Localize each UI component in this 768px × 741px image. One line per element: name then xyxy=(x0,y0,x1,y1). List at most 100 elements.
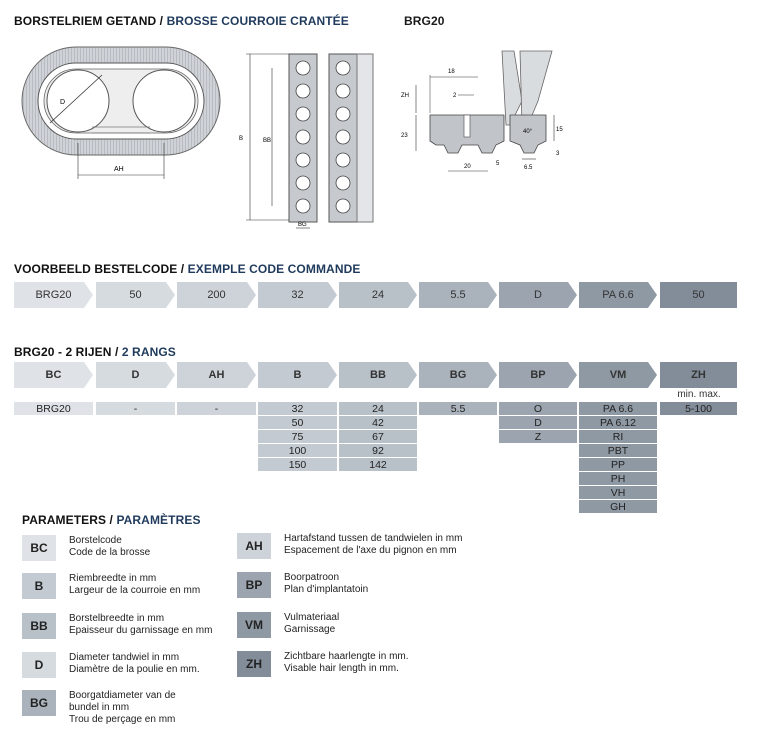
label-15: 15 xyxy=(556,127,563,133)
label-d: D xyxy=(60,99,65,106)
main-title: BORSTELRIEM GETAND / BROSSE COURROIE CRA… xyxy=(14,14,349,28)
order-code-segment: 50 xyxy=(660,282,737,308)
table-cell-d: - xyxy=(96,402,175,416)
order-code-segment: 24 xyxy=(339,282,417,308)
param-nl: Borstelcode xyxy=(69,535,122,546)
param-fr: Diamètre de la poulie en mm. xyxy=(69,664,200,675)
label-3: 3 xyxy=(556,151,560,157)
zh-subheader: min. max. xyxy=(677,389,721,400)
param-fr: Visable hair length in mm. xyxy=(284,663,399,674)
param-fr: Plan d'implantatoin xyxy=(284,584,369,595)
param-nl: Boorgatdiameter van de bundel in mm xyxy=(69,690,176,713)
label-20: 20 xyxy=(464,164,471,170)
table-cell-b: 100 xyxy=(258,444,337,458)
label-ah: AH xyxy=(114,166,124,173)
param-fr: Trou de perçage en mm xyxy=(69,714,176,725)
label-b: B xyxy=(239,136,243,142)
belt-side-drawing: B BB BG xyxy=(239,53,374,229)
table-header-bb: BB xyxy=(339,362,417,388)
table-cell-bb: 24 xyxy=(339,402,417,416)
table-cell-b: 50 xyxy=(258,416,337,430)
order-code-segment: BRG20 xyxy=(14,282,93,308)
table-cell-bb: 67 xyxy=(339,430,417,444)
order-code-segment: 50 xyxy=(96,282,175,308)
table-header-vm: VM xyxy=(579,362,657,388)
table-cell-bp: Z xyxy=(499,430,577,444)
table-cell-vm: VH xyxy=(579,486,657,500)
param-code-zh: ZH xyxy=(237,651,271,677)
order-code-segment: PA 6.6 xyxy=(579,282,657,308)
table-cell-bg: 5.5 xyxy=(419,402,497,416)
table-cell-vm: PP xyxy=(579,458,657,472)
order-code-segment: 200 xyxy=(177,282,256,308)
param-code-bb: BB xyxy=(22,613,56,639)
table-cell-bp: D xyxy=(499,416,577,430)
param-code-b: B xyxy=(22,573,56,599)
brg-title: BRG20 xyxy=(404,14,445,28)
table-cell-b: 75 xyxy=(258,430,337,444)
param-nl: Boorpatroon xyxy=(284,572,340,583)
table-cell-zh: 5-100 xyxy=(660,402,737,416)
label-bg: BG xyxy=(298,222,307,228)
brg20-profile-drawing: 18 2 23 ZH 20 40° 15 5 3 6.5 xyxy=(401,50,563,172)
rows-title: BRG20 - 2 RIJEN / 2 RANGS xyxy=(14,345,176,359)
table-cell-vm: RI xyxy=(579,430,657,444)
param-nl: Zichtbare haarlengte in mm. xyxy=(284,651,409,662)
table-header-bp: BP xyxy=(499,362,577,388)
table-cell-bb: 92 xyxy=(339,444,417,458)
belt-top-view-drawing: D AH xyxy=(21,46,221,179)
param-code-bg: BG xyxy=(22,690,56,716)
label-5: 5 xyxy=(496,161,500,167)
label-bb: BB xyxy=(263,138,271,144)
param-nl: Borstelbreedte in mm xyxy=(69,613,165,624)
order-code-segment: 5.5 xyxy=(419,282,497,308)
label-40: 40° xyxy=(523,129,533,135)
table-header-b: B xyxy=(258,362,337,388)
table-cell-vm: PA 6.6 xyxy=(579,402,657,416)
param-code-d: D xyxy=(22,652,56,678)
table-cell-ah: - xyxy=(177,402,256,416)
order-code-title: VOORBEELD BESTELCODE / EXEMPLE CODE COMM… xyxy=(14,262,361,276)
table-cell-vm: PH xyxy=(579,472,657,486)
table-cell-bp: O xyxy=(499,402,577,416)
table-cell-bb: 42 xyxy=(339,416,417,430)
table-header-zh: ZH xyxy=(660,362,737,388)
param-fr: Largeur de la courroie en mm xyxy=(69,585,201,596)
table-header-bc: BC xyxy=(14,362,93,388)
order-code-segment: 32 xyxy=(258,282,337,308)
param-fr: Garnissage xyxy=(284,624,336,635)
table-cell-vm: PA 6.12 xyxy=(579,416,657,430)
param-code-vm: VM xyxy=(237,612,271,638)
table-header-bg: BG xyxy=(419,362,497,388)
table-cell-vm: PBT xyxy=(579,444,657,458)
param-description: Zichtbare haarlengte in mm.Visable hair … xyxy=(284,651,474,675)
label-18: 18 xyxy=(448,69,455,75)
param-nl: Diameter tandwiel in mm xyxy=(69,652,180,663)
param-code-ah: AH xyxy=(237,533,271,559)
table-header-ah: AH xyxy=(177,362,256,388)
param-fr: Code de la brosse xyxy=(69,547,151,558)
order-code-segment: D xyxy=(499,282,577,308)
table-cell-b: 150 xyxy=(258,458,337,472)
label-2: 2 xyxy=(453,93,457,99)
param-code-bp: BP xyxy=(237,572,271,598)
table-cell-b: 32 xyxy=(258,402,337,416)
param-nl: Vulmateriaal xyxy=(284,612,340,623)
param-nl: Hartafstand tussen de tandwielen in mm xyxy=(284,533,463,544)
label-65: 6.5 xyxy=(524,165,533,171)
label-23: 23 xyxy=(401,133,408,139)
table-cell-bc: BRG20 xyxy=(14,402,93,416)
param-code-bc: BC xyxy=(22,535,56,561)
table-cell-vm: GH xyxy=(579,500,657,514)
param-nl: Riembreedte in mm xyxy=(69,573,157,584)
param-fr: Epaisseur du garnissage en mm xyxy=(69,625,213,636)
table-header-d: D xyxy=(96,362,175,388)
